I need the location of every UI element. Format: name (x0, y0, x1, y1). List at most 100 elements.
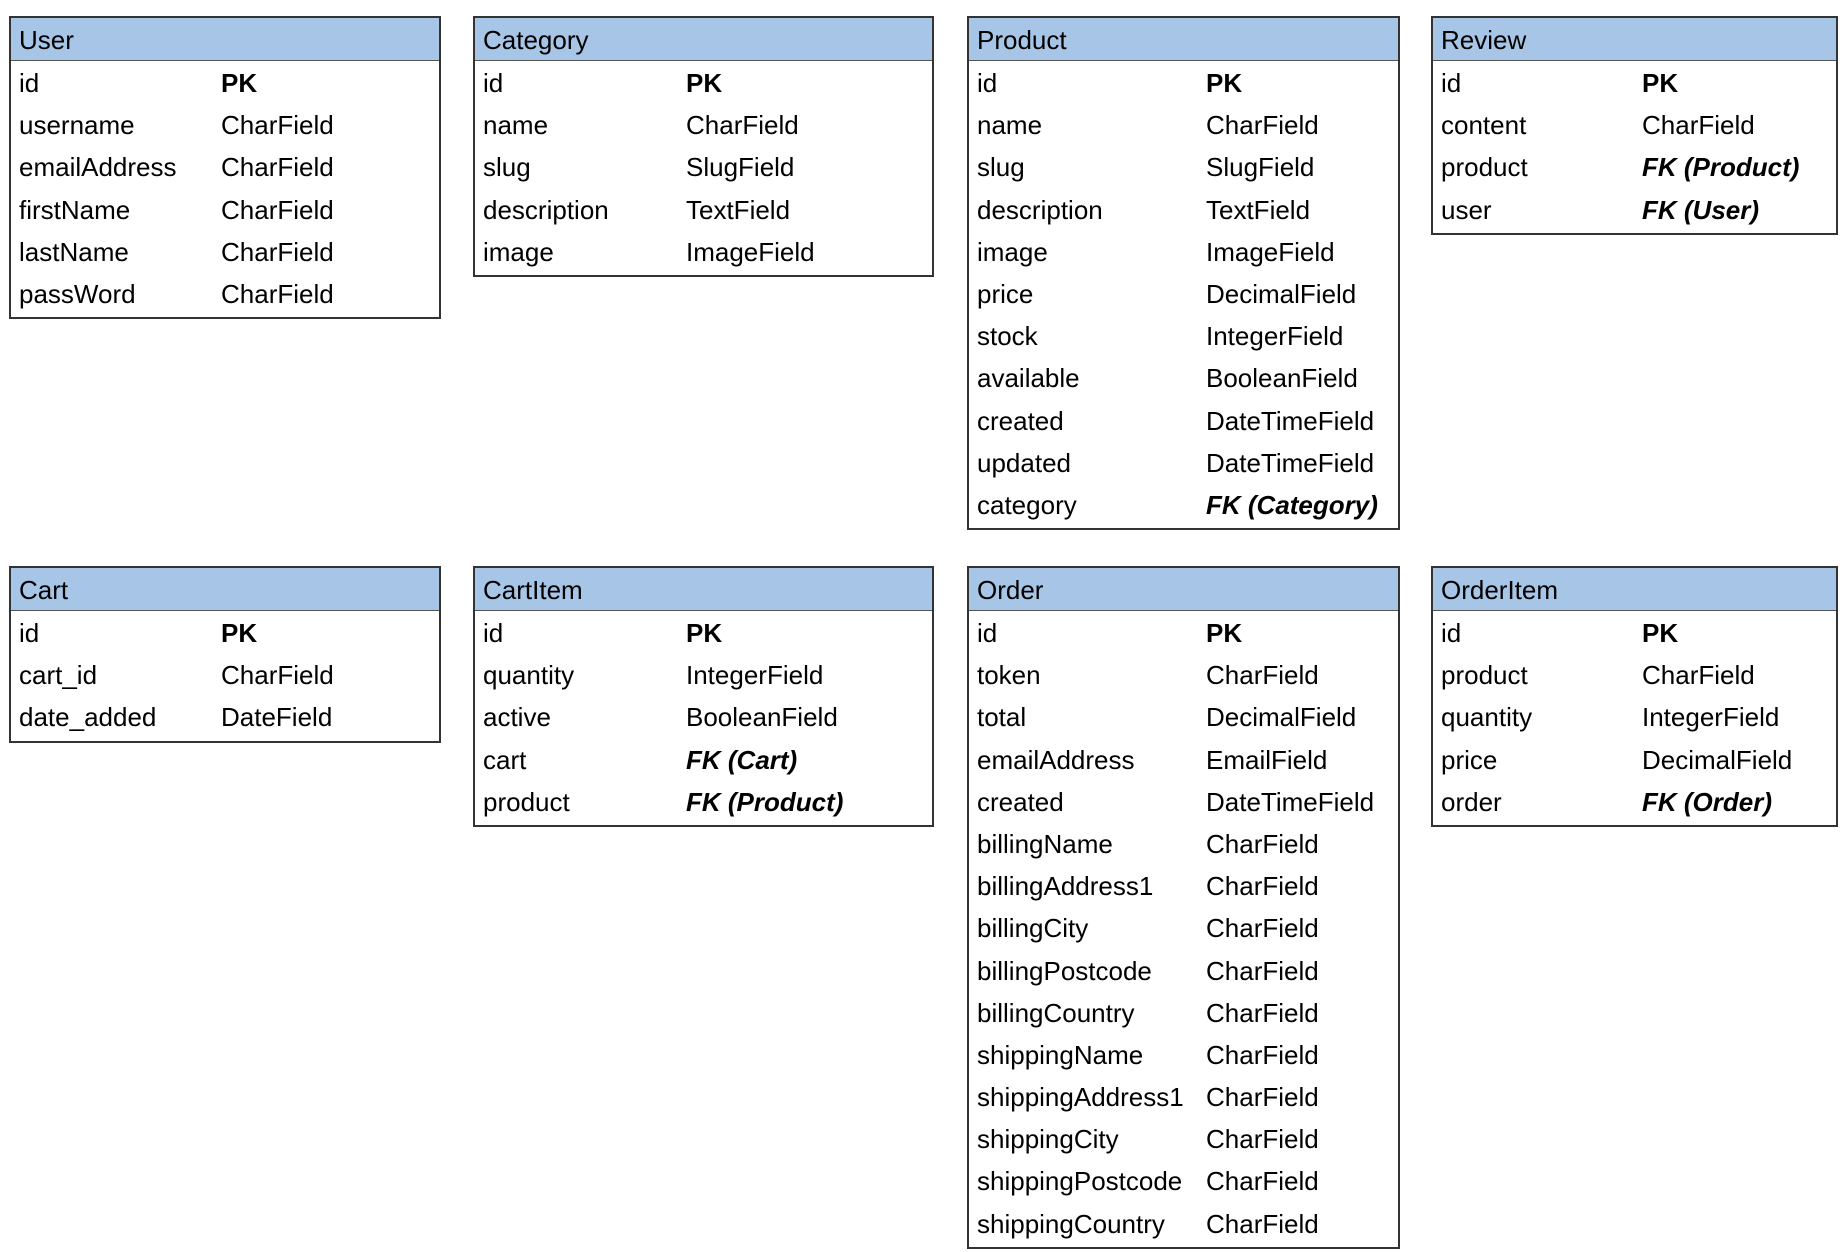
field-type: DateTimeField (1206, 405, 1375, 436)
field-name: shippingPostcode (977, 1166, 1183, 1197)
field-name: price (1441, 744, 1498, 775)
field-name: created (977, 786, 1064, 817)
field-type: CharField (1206, 913, 1319, 944)
field-name: id (977, 618, 998, 648)
field-name: name (483, 110, 549, 141)
field-row: content CharField (1433, 104, 1836, 146)
field-name: user (1441, 194, 1492, 225)
field-type: CharField (1206, 955, 1319, 986)
field-name: content (1441, 110, 1527, 141)
field-row: id PK (969, 612, 1398, 654)
field-type: CharField (1206, 1082, 1319, 1113)
foreign-key-label: FK (User) (1642, 194, 1760, 225)
entity-title: Category (475, 18, 932, 61)
field-row: emailAddress CharField (11, 146, 439, 188)
field-type: CharField (1642, 110, 1755, 141)
field-type: DecimalField (1642, 744, 1793, 775)
field-name: total (977, 702, 1027, 733)
field-name: billingAddress1 (977, 871, 1154, 902)
field-name: lastName (19, 236, 129, 267)
field-row: price DecimalField (1433, 739, 1836, 781)
field-row: shippingAddress1 CharField (969, 1076, 1398, 1118)
field-row: available BooleanField (969, 357, 1398, 399)
field-name: image (483, 236, 554, 267)
field-name: shippingCountry (977, 1208, 1165, 1239)
primary-key-label: PK (1206, 618, 1243, 648)
field-name: image (977, 236, 1048, 267)
field-name: product (1441, 152, 1528, 183)
entity-title: Review (1433, 18, 1836, 61)
field-type: CharField (1206, 828, 1319, 859)
field-type: CharField (1206, 997, 1319, 1028)
field-name: billingPostcode (977, 955, 1152, 986)
primary-key-label: PK (1642, 68, 1679, 98)
field-name: quantity (483, 660, 575, 691)
entity-title: OrderItem (1433, 568, 1836, 611)
foreign-key-label: FK (Cart) (686, 744, 798, 775)
field-name: available (977, 363, 1080, 394)
field-row: billingAddress1 CharField (969, 865, 1398, 907)
field-name: shippingAddress1 (977, 1082, 1184, 1113)
field-row: shippingCountry CharField (969, 1203, 1398, 1245)
entity-title: Product (969, 18, 1398, 61)
field-name: price (977, 278, 1034, 309)
field-type: CharField (1206, 110, 1319, 141)
field-name: slug (977, 152, 1025, 183)
field-type: CharField (1206, 1208, 1319, 1239)
field-name: stock (977, 321, 1038, 352)
entity-title: User (11, 18, 439, 61)
field-type: CharField (1206, 1166, 1319, 1197)
field-type: CharField (1206, 660, 1319, 691)
field-name: emailAddress (19, 152, 177, 183)
field-row: shippingPostcode CharField (969, 1160, 1398, 1202)
field-name: id (19, 618, 40, 648)
field-name: cart_id (19, 660, 98, 691)
entity-title: Order (969, 568, 1398, 611)
foreign-key-label: FK (Category) (1206, 489, 1378, 520)
field-type: IntegerField (1206, 321, 1344, 352)
field-type: CharField (221, 110, 334, 141)
field-type: BooleanField (1206, 363, 1358, 394)
primary-key-label: PK (686, 618, 723, 648)
field-type: CharField (1206, 871, 1319, 902)
field-row: billingPostcode CharField (969, 950, 1398, 992)
field-type: TextField (1206, 194, 1311, 225)
field-type: CharField (221, 152, 334, 183)
field-row: stock IntegerField (969, 315, 1398, 357)
field-name: id (1441, 68, 1462, 98)
field-name: quantity (1441, 702, 1533, 733)
field-type: CharField (1206, 1039, 1319, 1070)
field-name: token (977, 660, 1041, 691)
field-name: description (483, 194, 609, 225)
field-name: id (977, 68, 998, 98)
field-type: CharField (1206, 1124, 1319, 1155)
field-type: ImageField (686, 236, 815, 267)
